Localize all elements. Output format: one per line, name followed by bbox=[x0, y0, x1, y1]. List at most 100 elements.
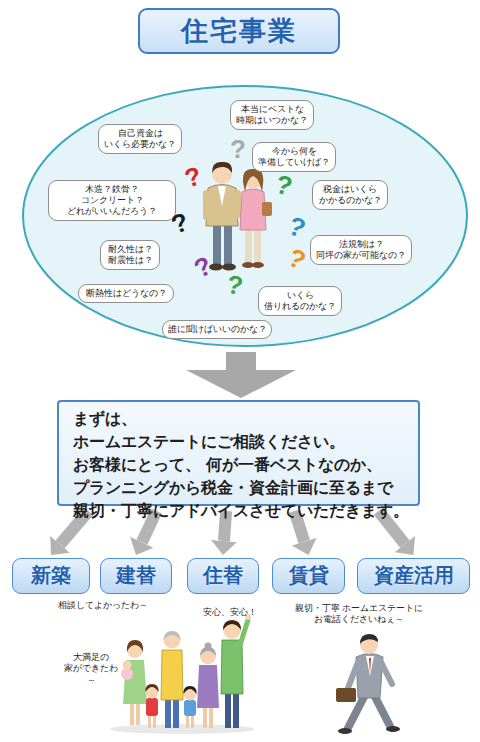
node-text: いくら 借りれるのかな？ bbox=[264, 290, 336, 312]
art-part bbox=[374, 695, 390, 726]
art-part bbox=[223, 621, 241, 639]
art-part bbox=[191, 714, 194, 728]
art-part bbox=[173, 698, 179, 728]
service-box: 住替 bbox=[187, 558, 259, 594]
art-part bbox=[164, 631, 181, 640]
question-bubble: いくら 借りれるのかな？ bbox=[258, 286, 342, 316]
art-part bbox=[197, 643, 219, 729]
art-part bbox=[233, 692, 239, 728]
art-part bbox=[243, 169, 263, 192]
art-part bbox=[145, 684, 158, 728]
art-part bbox=[121, 640, 147, 725]
art-part bbox=[223, 620, 241, 630]
node-text: 建替 bbox=[101, 559, 171, 592]
art-part bbox=[235, 190, 241, 218]
service-box: 賃貸 bbox=[272, 558, 345, 594]
art-part bbox=[213, 221, 221, 265]
art-part bbox=[145, 684, 158, 692]
art-part bbox=[221, 640, 243, 694]
art-part bbox=[252, 262, 264, 268]
art-part bbox=[212, 162, 232, 173]
art-part bbox=[203, 706, 207, 728]
node-text: 本当にベストな 時期はいつかな？ bbox=[236, 104, 308, 126]
question-bubble: 誰に聞けばいいのかな？ bbox=[162, 320, 272, 339]
art-part bbox=[386, 726, 400, 732]
art-part bbox=[369, 658, 371, 674]
node-text: 新築 bbox=[13, 559, 89, 592]
node-text: 耐久性は？ 耐震性は？ bbox=[106, 244, 154, 266]
question-bubble: 自己資金は いくら必要かな？ bbox=[98, 124, 182, 154]
art-part bbox=[165, 698, 171, 728]
service-box: 建替 bbox=[100, 558, 172, 594]
art-part bbox=[127, 640, 143, 652]
service-box: 新築 bbox=[12, 558, 90, 594]
question-mark: ? bbox=[230, 136, 246, 162]
node-text: 誰に聞けばいいのかな？ bbox=[168, 324, 266, 335]
speech-text: 安心、安心！ bbox=[203, 607, 257, 618]
art-part bbox=[222, 264, 236, 271]
art-part bbox=[186, 714, 189, 728]
art-part bbox=[336, 688, 356, 702]
art-part bbox=[146, 698, 158, 716]
art-part bbox=[148, 714, 151, 728]
art-part bbox=[183, 686, 196, 694]
title-box: 住宅事業 bbox=[138, 8, 340, 54]
art-part bbox=[254, 228, 261, 264]
art-part bbox=[225, 692, 231, 728]
speech-text: 親切・丁寧 ホームエステートに お電話くださいねぇ～ bbox=[294, 603, 424, 626]
question-bubble: 税金はいくら かかるのかな？ bbox=[312, 180, 388, 210]
title-text: 住宅事業 bbox=[181, 15, 297, 46]
node-text: 法規制は？ 同坪の家が可能なの？ bbox=[316, 239, 406, 261]
art-part bbox=[161, 631, 183, 728]
art-part bbox=[209, 706, 213, 728]
art-part bbox=[206, 185, 238, 227]
art-part bbox=[161, 650, 183, 700]
node-text: 今から何を 準備していけば？ bbox=[258, 146, 330, 168]
node-text: 断熱性はどうなの？ bbox=[84, 288, 168, 299]
node-text: まずは、 ホームエステートにご相談ください。 お客様にとって、 何が一番ベストな… bbox=[73, 408, 412, 523]
art-part bbox=[203, 190, 209, 220]
art-part bbox=[123, 660, 147, 704]
art-part bbox=[348, 662, 358, 688]
question-bubble: 今から何を 準備していけば？ bbox=[252, 142, 336, 172]
node-text: 自己資金は いくら必要かな？ bbox=[104, 128, 176, 150]
service-box: 資産活用 bbox=[357, 558, 470, 594]
node-text: 資産活用 bbox=[358, 559, 469, 592]
art-part bbox=[245, 228, 252, 264]
node-text: 木造？鉄骨？コンクリート？ どれがいいんだろう？ bbox=[54, 184, 170, 217]
art-part bbox=[338, 728, 352, 734]
art-part bbox=[224, 221, 232, 265]
question-ellipse bbox=[23, 86, 467, 346]
couple-illustration bbox=[203, 162, 272, 271]
art-part bbox=[153, 714, 156, 728]
speech-text: 大満足の 家ができたわ～ bbox=[60, 652, 122, 686]
art-part bbox=[240, 620, 248, 645]
art-part bbox=[197, 665, 219, 708]
family-illustration bbox=[110, 614, 254, 734]
node-text: 税金はいくら かかるのかな？ bbox=[318, 184, 382, 206]
art-part bbox=[121, 668, 133, 680]
art-part bbox=[262, 202, 272, 216]
art-part bbox=[184, 700, 196, 716]
art-part bbox=[200, 648, 216, 664]
question-bubble: 木造？鉄骨？コンクリート？ どれがいいんだろう？ bbox=[48, 180, 176, 221]
question-bubble: 本当にベストな 時期はいつかな？ bbox=[230, 100, 314, 130]
art-part bbox=[183, 686, 196, 728]
art-part bbox=[366, 656, 374, 676]
art-part bbox=[221, 614, 251, 728]
advice-box: まずは、 ホームエステートにご相談ください。 お客様にとって、 何が一番ベストな… bbox=[57, 400, 420, 506]
art-part bbox=[164, 632, 181, 649]
node-text: 賃貸 bbox=[273, 559, 344, 592]
art-part bbox=[205, 643, 212, 650]
art-part bbox=[381, 662, 392, 684]
question-bubble: 耐久性は？ 耐震性は？ bbox=[100, 240, 160, 270]
art-part bbox=[218, 186, 226, 206]
speech-text: 相談してよかったわ～ bbox=[58, 600, 148, 611]
question-bubble: 断熱性はどうなの？ bbox=[78, 284, 174, 303]
node-text: 住替 bbox=[188, 559, 258, 592]
art-part bbox=[123, 661, 132, 670]
question-bubble: 法規制は？ 同坪の家が可能なの？ bbox=[310, 235, 412, 265]
businessman-illustration bbox=[336, 634, 400, 734]
